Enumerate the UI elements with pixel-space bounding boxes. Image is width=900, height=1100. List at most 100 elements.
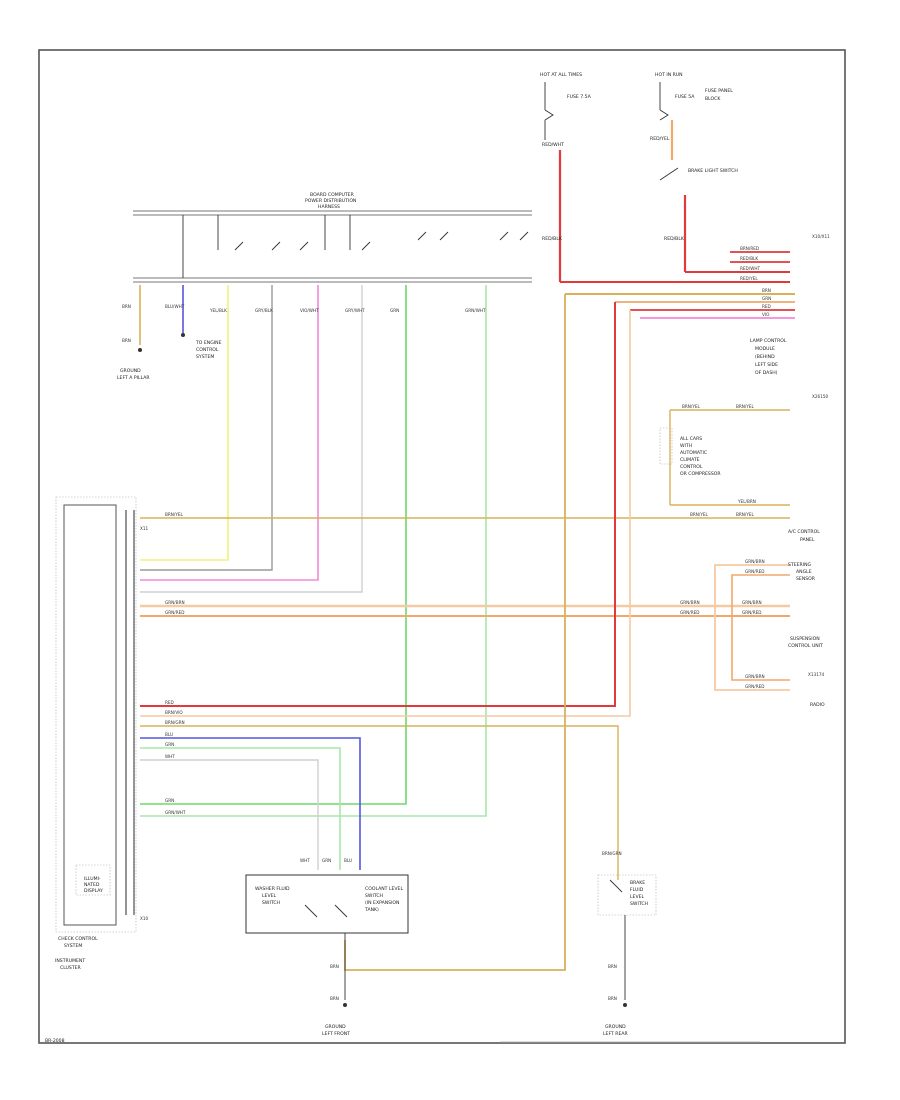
svg-text:RED/BLK: RED/BLK — [740, 256, 758, 261]
svg-text:ILLUMI-: ILLUMI- — [84, 876, 101, 882]
svg-text:GRN/RED: GRN/RED — [680, 610, 699, 615]
power-feed-hot-at-all-times: HOT AT ALL TIMES FUSE 7.5A RED/WHT RED/B… — [540, 72, 592, 282]
svg-text:RED/YEL: RED/YEL — [650, 136, 670, 142]
svg-text:GRN/RED: GRN/RED — [745, 684, 764, 689]
svg-text:NATED: NATED — [84, 882, 100, 888]
svg-text:VIO: VIO — [762, 312, 770, 317]
svg-text:FUSE PANEL: FUSE PANEL — [705, 88, 733, 94]
instrument-cluster: ILLUMI- NATED DISPLAY X11 X10 CHECK CONT… — [55, 496, 149, 971]
svg-text:RED/BLK: RED/BLK — [542, 236, 563, 242]
svg-text:CLIMATE: CLIMATE — [680, 457, 700, 463]
svg-text:CHECK CONTROL: CHECK CONTROL — [58, 936, 98, 942]
svg-text:BRN/YEL: BRN/YEL — [736, 404, 755, 409]
figure-id: BR-2008 — [45, 1038, 65, 1044]
svg-text:BRN: BRN — [122, 304, 131, 309]
svg-text:BRN: BRN — [762, 288, 771, 293]
svg-text:BRN: BRN — [330, 996, 339, 1001]
svg-text:ALL CARS: ALL CARS — [680, 436, 702, 442]
svg-text:BLOCK: BLOCK — [705, 96, 721, 102]
svg-text:GRN: GRN — [322, 858, 331, 863]
svg-text:SYSTEM: SYSTEM — [64, 943, 82, 949]
svg-text:BRN/GRN: BRN/GRN — [165, 720, 185, 725]
svg-text:GRN/WHT: GRN/WHT — [165, 810, 186, 815]
svg-text:X10/X11: X10/X11 — [812, 234, 830, 239]
svg-text:BRN/VIO: BRN/VIO — [165, 710, 183, 715]
svg-text:ANGLE: ANGLE — [796, 569, 812, 575]
svg-text:LEFT REAR: LEFT REAR — [603, 1031, 629, 1037]
svg-text:GRN/BRN: GRN/BRN — [745, 559, 765, 564]
svg-text:AUTOMATIC: AUTOMATIC — [680, 450, 707, 456]
svg-text:SYSTEM: SYSTEM — [196, 354, 214, 360]
svg-text:GRN: GRN — [165, 798, 174, 803]
brake-fluid-level-switch: BRN/GRN BRAKE FLUID LEVEL SWITCH BRN BRN… — [597, 851, 657, 1037]
svg-text:WHT: WHT — [300, 858, 310, 863]
svg-text:RED/BLK: RED/BLK — [664, 236, 685, 242]
svg-text:GRN/RED: GRN/RED — [745, 569, 764, 574]
board-computer-bus: BOARD COMPUTER POWER DISTRIBUTION HARNES… — [133, 192, 532, 283]
svg-text:RED: RED — [762, 304, 771, 309]
svg-text:LEFT SIDE: LEFT SIDE — [755, 362, 778, 368]
svg-text:TO ENGINE: TO ENGINE — [195, 340, 222, 346]
svg-text:BRN/YEL: BRN/YEL — [690, 512, 709, 517]
svg-text:(BEHIND: (BEHIND — [755, 354, 775, 360]
svg-text:BRAKE: BRAKE — [630, 880, 645, 886]
svg-text:GROUND: GROUND — [605, 1024, 626, 1030]
svg-text:BRN/YEL: BRN/YEL — [736, 512, 755, 517]
svg-text:GROUND: GROUND — [120, 368, 141, 374]
svg-text:PANEL: PANEL — [800, 537, 815, 543]
svg-text:OF DASH): OF DASH) — [755, 370, 778, 376]
svg-text:GROUND: GROUND — [325, 1024, 346, 1030]
svg-text:MODULE: MODULE — [755, 346, 775, 352]
svg-text:HARNESS: HARNESS — [318, 204, 340, 210]
svg-text:BRN/RED: BRN/RED — [740, 246, 759, 251]
svg-text:X11: X11 — [140, 526, 149, 531]
svg-text:POWER DISTRIBUTION: POWER DISTRIBUTION — [305, 198, 356, 204]
svg-text:BLU/WHT: BLU/WHT — [165, 304, 185, 309]
svg-text:HOT IN RUN: HOT IN RUN — [655, 72, 683, 78]
svg-text:CONTROL: CONTROL — [196, 347, 219, 353]
svg-text:YEL/BRN: YEL/BRN — [737, 499, 756, 504]
diagram-frame — [38, 49, 846, 1044]
svg-text:COOLANT LEVEL: COOLANT LEVEL — [365, 886, 403, 892]
svg-text:OR COMPRESSOR: OR COMPRESSOR — [680, 471, 721, 477]
svg-text:YEL/BLK: YEL/BLK — [209, 308, 227, 313]
svg-text:LAMP CONTROL: LAMP CONTROL — [750, 338, 787, 344]
svg-text:SENSOR: SENSOR — [796, 576, 816, 582]
bus-left-branches: BRN BRN GROUND LEFT A PILLAR BLU/WHT TO … — [117, 285, 222, 381]
svg-text:BRN: BRN — [330, 964, 339, 969]
fluid-level-switches: WHT GRN BLU WASHER FLUID LEVEL SWITCH CO… — [245, 858, 409, 1037]
svg-text:LEVEL: LEVEL — [262, 893, 277, 899]
svg-text:GRY/BLK: GRY/BLK — [255, 308, 273, 313]
svg-text:VIO/WHT: VIO/WHT — [300, 308, 319, 313]
svg-text:BOARD COMPUTER: BOARD COMPUTER — [310, 192, 355, 198]
svg-text:GRN/BRN: GRN/BRN — [680, 600, 700, 605]
svg-text:CLUSTER: CLUSTER — [60, 965, 82, 971]
svg-text:X26150: X26150 — [812, 394, 829, 399]
svg-text:BRN: BRN — [122, 338, 131, 343]
svg-text:RED/WHT: RED/WHT — [542, 142, 564, 148]
svg-text:RED: RED — [165, 700, 174, 705]
svg-text:GRN: GRN — [390, 308, 399, 313]
svg-text:GRN: GRN — [762, 296, 771, 301]
svg-text:A/C CONTROL: A/C CONTROL — [788, 529, 820, 535]
svg-text:GRN/BRN: GRN/BRN — [745, 674, 765, 679]
ac-control-note: X26150 BRN/YEL BRN/YEL ALL CARS WITH AUT… — [659, 394, 829, 543]
svg-text:BRN/YEL: BRN/YEL — [682, 404, 701, 409]
svg-text:LEVEL: LEVEL — [630, 894, 645, 900]
lamp-control-module-connector: X10/X11 BRN/RED RED/BLK RED/WHT RED/YEL … — [560, 234, 830, 376]
svg-text:SWITCH: SWITCH — [262, 900, 280, 906]
svg-text:GRN: GRN — [165, 742, 174, 747]
svg-text:GRN/RED: GRN/RED — [742, 610, 761, 615]
svg-text:CONTROL: CONTROL — [680, 464, 703, 470]
svg-text:DISPLAY: DISPLAY — [84, 888, 103, 894]
svg-text:SUSPENSION: SUSPENSION — [790, 636, 820, 642]
cluster-through-wires: BRN/YEL BRN/YEL BRN/YEL GRN/BRN GRN/RED … — [140, 294, 825, 971]
svg-text:TANK): TANK) — [364, 907, 379, 913]
svg-text:BLU: BLU — [165, 732, 173, 737]
svg-text:BLU: BLU — [344, 858, 352, 863]
svg-text:BRN/GRN: BRN/GRN — [602, 851, 622, 856]
svg-text:WITH: WITH — [680, 443, 692, 449]
svg-text:RADIO: RADIO — [810, 702, 825, 708]
svg-text:HOT AT ALL TIMES: HOT AT ALL TIMES — [540, 72, 582, 78]
